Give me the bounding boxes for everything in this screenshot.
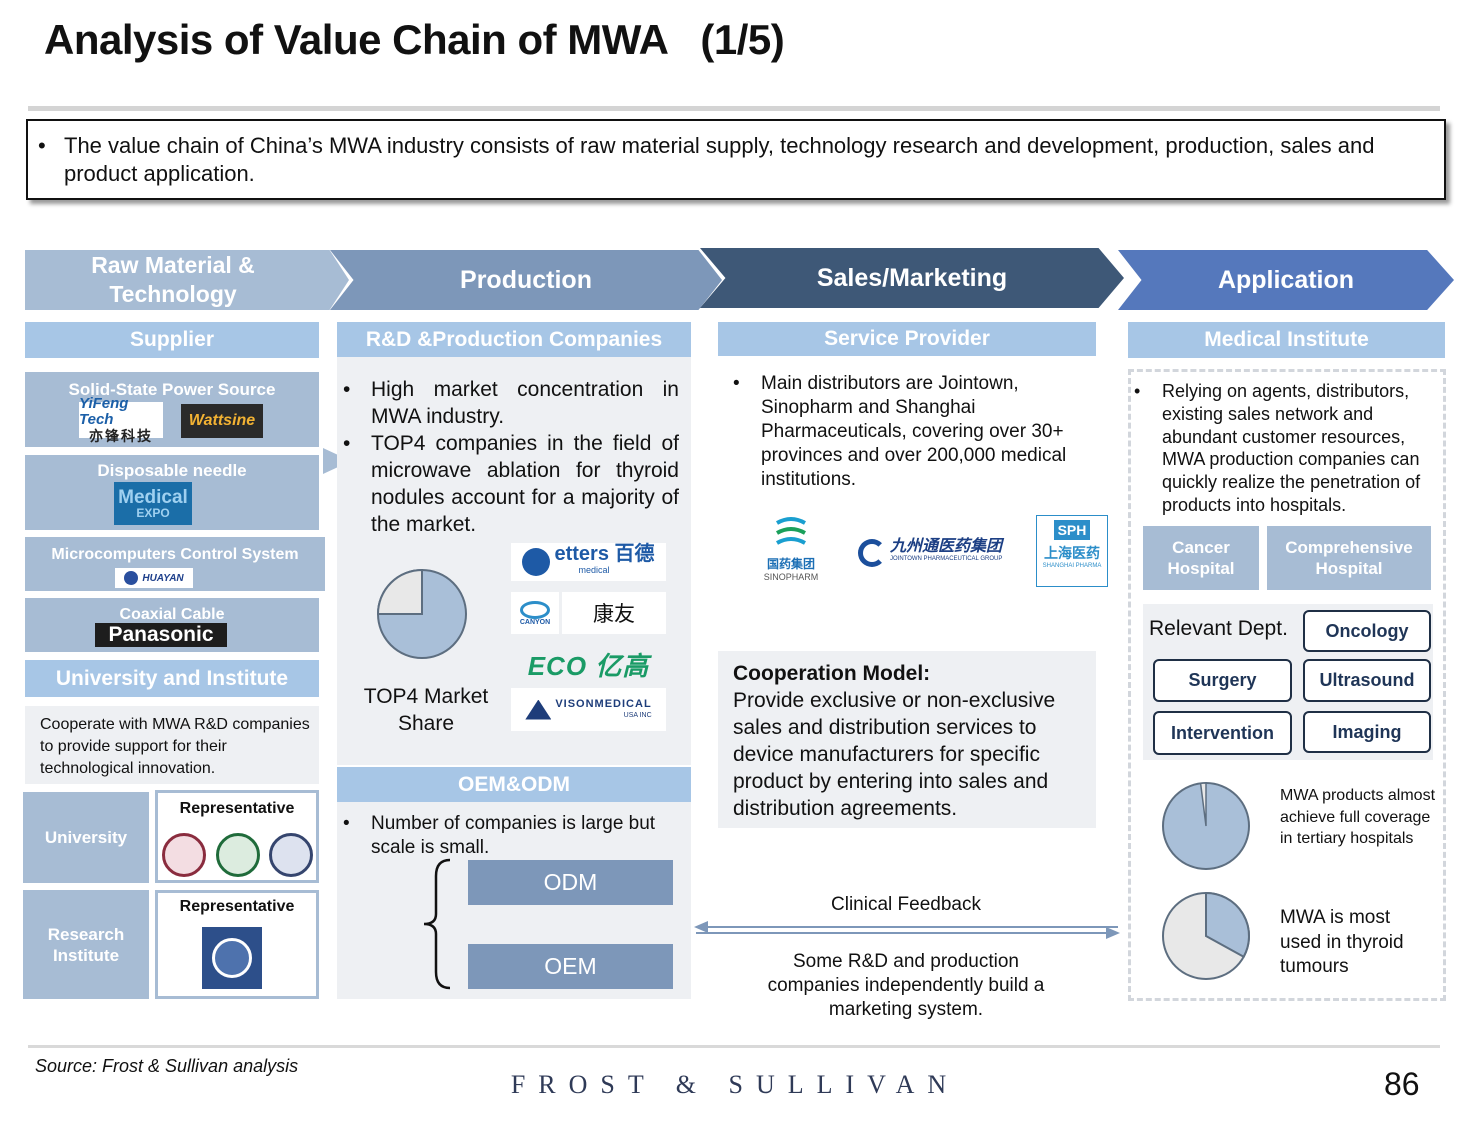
eco-logo: ECO 亿高 bbox=[527, 650, 650, 681]
odm-box: ODM bbox=[468, 860, 673, 905]
stage-raw-material: Raw Material & Technology bbox=[25, 250, 349, 310]
dept-ultrasound: Ultrasound bbox=[1303, 659, 1431, 702]
cas-logo bbox=[202, 927, 262, 989]
research-institute-label: Research Institute bbox=[23, 890, 149, 999]
dept-imaging: Imaging bbox=[1303, 711, 1431, 753]
jointown-logo: 九州通医药集团 JOINTOWN PHARMACEUTICAL GROUP bbox=[858, 536, 1018, 570]
oem-odm-header: OEM&ODM bbox=[337, 767, 691, 802]
university-seal-icon bbox=[162, 833, 206, 877]
wattsine-logo: Wattsine bbox=[181, 404, 263, 438]
self-build-note: Some R&D and production companies indepe… bbox=[767, 951, 1045, 1020]
huayan-logo: HUAYAN bbox=[115, 568, 193, 588]
jointown-mark-icon bbox=[858, 539, 886, 567]
dept-oncology: Oncology bbox=[1303, 610, 1431, 652]
brace-icon bbox=[423, 858, 451, 990]
footer-divider bbox=[28, 1045, 1440, 1048]
summary-box: • The value chain of China’s MWA industr… bbox=[26, 119, 1446, 200]
research-representative: Representative bbox=[155, 890, 319, 999]
dept-surgery: Surgery bbox=[1153, 659, 1292, 702]
title-divider bbox=[28, 106, 1440, 111]
thyroid-usage-text: MWA is most used in thyroid tumours bbox=[1280, 907, 1404, 977]
tertiary-coverage-pie bbox=[1162, 782, 1250, 870]
stage-application: Application bbox=[1118, 250, 1454, 310]
clinical-feedback-label: Clinical Feedback bbox=[831, 894, 981, 915]
betters-logo: etters 百德 medical bbox=[511, 543, 666, 581]
power-source-label: Solid-State Power Source bbox=[68, 380, 276, 399]
vison-logo: VISONMEDICAL USA INC bbox=[511, 688, 666, 731]
relevant-dept-label: Relevant Dept. bbox=[1149, 617, 1288, 640]
application-bullets: •Relying on agents, distributors, existi… bbox=[1128, 380, 1440, 517]
page-number: 86 bbox=[1384, 1066, 1420, 1102]
huayan-mark-icon bbox=[124, 571, 139, 585]
university-seal-icon bbox=[269, 833, 313, 877]
micro-box: Microcomputers Control System HUAYAN bbox=[25, 537, 325, 591]
rd-production-header: R&D &Production Companies bbox=[337, 322, 691, 357]
betters-mark-icon bbox=[522, 548, 551, 576]
power-source-box: Solid-State Power Source YiFeng Tech 亦锋科… bbox=[25, 372, 319, 447]
dept-intervention: Intervention bbox=[1153, 711, 1292, 755]
oem-bullets: •Number of companies is large but scale … bbox=[337, 812, 687, 860]
thyroid-usage-pie bbox=[1162, 891, 1250, 980]
service-provider-header: Service Provider bbox=[718, 322, 1096, 356]
application-dashed-panel bbox=[1128, 369, 1446, 1001]
uni-description: Cooperate with MWA R&D companies to prov… bbox=[25, 706, 319, 784]
application-bullet: •Relying on agents, distributors, existi… bbox=[1134, 381, 1421, 515]
kangyou-logo: 康友 bbox=[562, 592, 666, 634]
cooperation-model-box: Cooperation Model: Provide exclusive or … bbox=[718, 651, 1096, 828]
cooperation-text: Provide exclusive or non-exclusive sales… bbox=[733, 689, 1056, 820]
university-institute-header: University and Institute bbox=[25, 660, 319, 697]
cas-seal-icon bbox=[212, 938, 252, 978]
production-bullet: •High market concentration in MWA indust… bbox=[343, 378, 679, 428]
top4-pie-label: TOP4 Market Share bbox=[363, 685, 489, 735]
canyon-mark-icon bbox=[520, 600, 550, 619]
comprehensive-hospital-box: Comprehensive Hospital bbox=[1267, 526, 1431, 590]
needle-label: Disposable needle bbox=[97, 461, 247, 480]
university-representative: Representative bbox=[155, 790, 319, 883]
production-bullets: •High market concentration in MWA indust… bbox=[337, 376, 687, 538]
university-label: University bbox=[23, 792, 149, 883]
coax-label: Coaxial Cable bbox=[119, 606, 225, 623]
pie-slice-rest bbox=[376, 568, 423, 615]
university-rep-label: Representative bbox=[179, 800, 295, 817]
pie-slice-share bbox=[1205, 891, 1250, 959]
sinopharm-mark-icon bbox=[776, 517, 806, 545]
stage-production: Production bbox=[330, 250, 722, 310]
research-rep-label: Representative bbox=[179, 898, 295, 915]
vison-mark-icon bbox=[525, 699, 552, 720]
page-title: Analysis of Value Chain of MWA (1/5) bbox=[44, 16, 785, 63]
panasonic-logo: Panasonic bbox=[95, 623, 227, 647]
yifeng-logo: YiFeng Tech 亦锋科技 bbox=[79, 396, 163, 444]
needle-box: Disposable needle Medical EXPO bbox=[25, 455, 319, 530]
coax-box: Coaxial Cable Panasonic bbox=[25, 598, 319, 652]
source-note: Source: Frost & Sullivan analysis bbox=[35, 1056, 299, 1076]
sales-bullet: •Main distributors are Jointown, Sinopha… bbox=[733, 373, 1067, 490]
summary-text: The value chain of China’s MWA industry … bbox=[64, 133, 1375, 186]
micro-label: Microcomputers Control System bbox=[51, 546, 299, 563]
bullet-marker: • bbox=[38, 133, 46, 158]
pie-slice-rest bbox=[1199, 782, 1207, 827]
medical-institute-header: Medical Institute bbox=[1128, 322, 1445, 358]
oem-bullet: •Number of companies is large but scale … bbox=[343, 813, 656, 858]
feedback-double-arrow-icon bbox=[694, 921, 1120, 939]
stage-sales-marketing: Sales/Marketing bbox=[700, 248, 1124, 308]
oem-box: OEM bbox=[468, 944, 673, 989]
sinopharm-logo: 国药集团 SINOPHARM bbox=[750, 515, 832, 587]
top4-share-pie bbox=[376, 568, 467, 659]
sales-bullets: •Main distributors are Jointown, Sinopha… bbox=[727, 372, 1087, 492]
university-seal-icon bbox=[216, 833, 260, 877]
brand-logo: FROST & SULLIVAN bbox=[510, 1070, 960, 1099]
medical-expo-logo: Medical EXPO bbox=[114, 482, 192, 525]
production-bullet: •TOP4 companies in the field of microwav… bbox=[343, 432, 679, 536]
canyon-logo: CANYON bbox=[511, 592, 559, 634]
supplier-header: Supplier bbox=[25, 322, 319, 358]
cancer-hospital-box: Cancer Hospital bbox=[1143, 526, 1259, 590]
tertiary-coverage-text: MWA products almost achieve full coverag… bbox=[1280, 787, 1436, 847]
sph-logo: SPH 上海医药 SHANGHAI PHARMA bbox=[1036, 515, 1108, 587]
cooperation-title: Cooperation Model: bbox=[733, 662, 931, 685]
